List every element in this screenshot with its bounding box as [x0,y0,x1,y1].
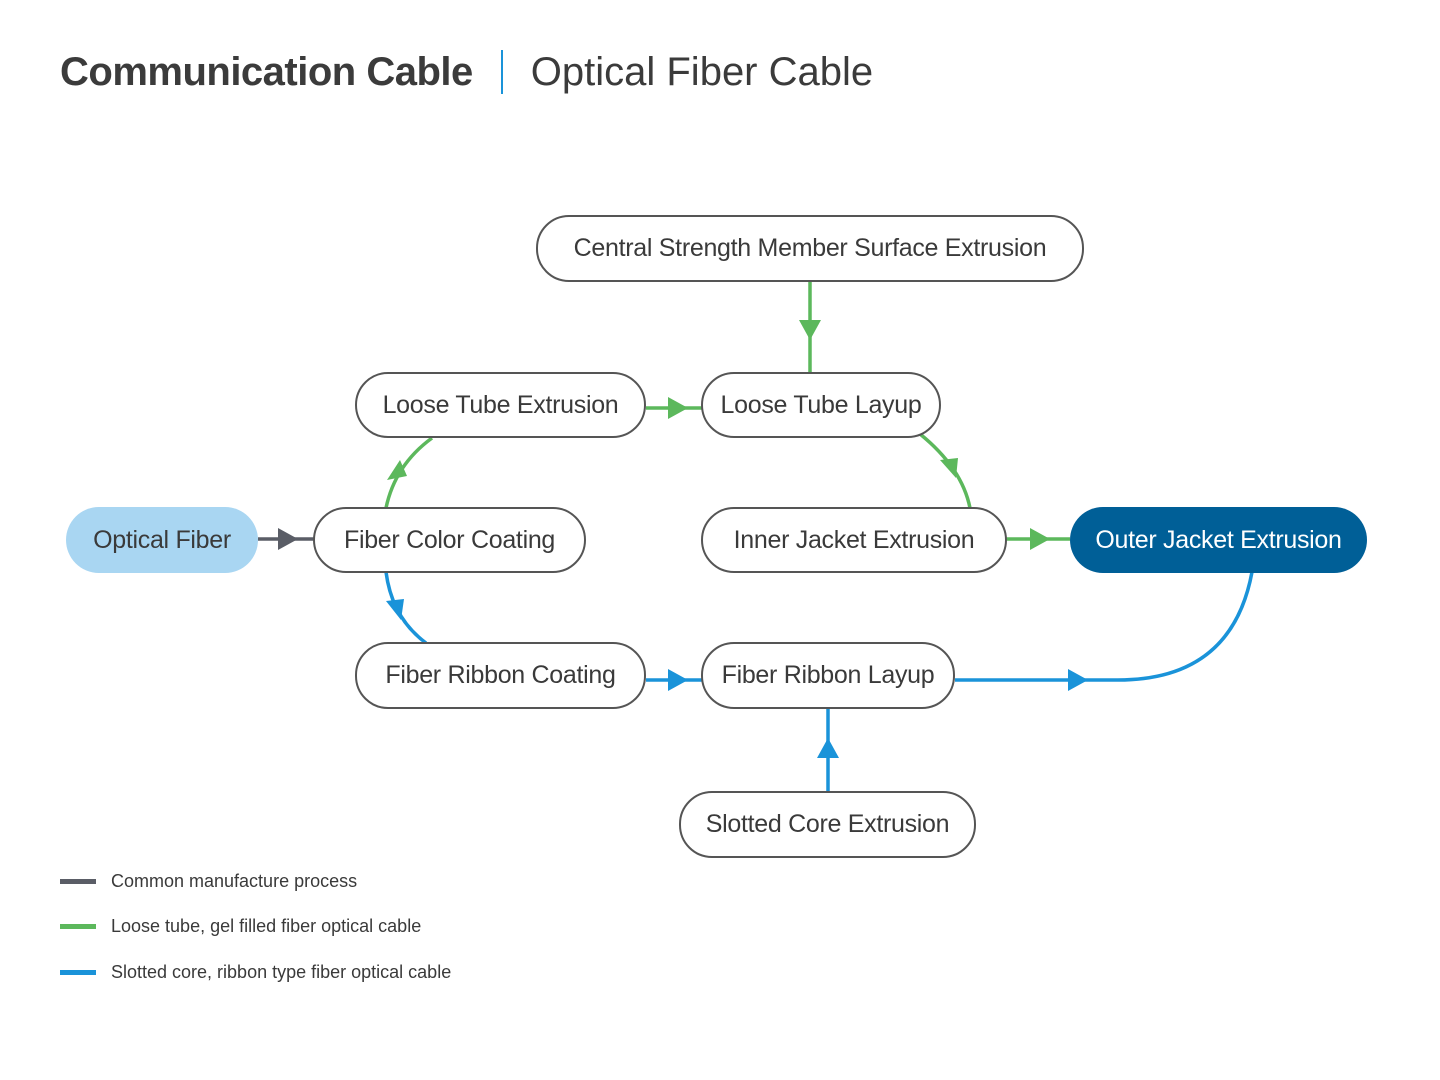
node-fiber-color-coating: Fiber Color Coating [313,507,586,573]
arrowhead-blue-right-outer [1068,669,1088,691]
legend-item-loose-tube: Loose tube, gel filled fiber optical cab… [60,912,451,942]
title-separator [500,50,503,94]
legend-label-slotted-core: Slotted core, ribbon type fiber optical … [111,961,452,982]
legend-label-loose-tube: Loose tube, gel filled fiber optical cab… [111,916,422,936]
arrowhead-green-down [799,320,821,340]
node-outer-jacket-extrusion: Outer Jacket Extrusion [1070,507,1367,573]
connector-loose-tube-layup-to-inner-jacket [918,432,972,509]
node-fiber-ribbon-coating: Fiber Ribbon Coating [355,642,646,709]
legend-label-common: Common manufacture process [111,870,358,891]
arrowhead-green-down-right [940,458,958,478]
node-loose-tube-layup: Loose Tube Layup [701,372,941,438]
legend-item-slotted-core: Slotted core, ribbon type fiber optical … [60,957,451,987]
node-loose-tube-extrusion: Loose Tube Extrusion [355,372,646,438]
connector-ribbon-layup-to-outer-jacket [955,571,1254,682]
legend-item-common: Common manufacture process [60,866,451,896]
legend-swatch-loose-tube [60,924,96,929]
legend: Common manufacture process Loose tube, g… [60,866,451,1003]
node-inner-jacket-extrusion: Inner Jacket Extrusion [701,507,1007,573]
page-subtitle: Optical Fiber Cable [530,49,874,94]
node-slotted-core-extrusion: Slotted Core Extrusion [679,791,976,858]
arrowhead-green-up-left [387,460,407,480]
arrowhead-blue-down-right [386,599,404,620]
legend-swatch-common [60,878,96,884]
node-central-strength-member-surface-extrusion: Central Strength Member Surface Extrusio… [536,215,1084,282]
node-fiber-ribbon-layup: Fiber Ribbon Layup [701,642,955,709]
page-header: Communication Cable Optical Fiber Cable [60,44,873,100]
arrowhead-blue-right [668,669,688,691]
arrowhead-green-right [668,397,688,419]
page-title: Communication Cable [60,49,473,94]
node-optical-fiber: Optical Fiber [66,507,258,573]
legend-swatch-slotted-core [60,969,96,975]
arrowhead-green-right-outer [1030,528,1050,550]
arrowhead-blue-up [817,738,839,758]
arrowhead-common [278,528,298,550]
